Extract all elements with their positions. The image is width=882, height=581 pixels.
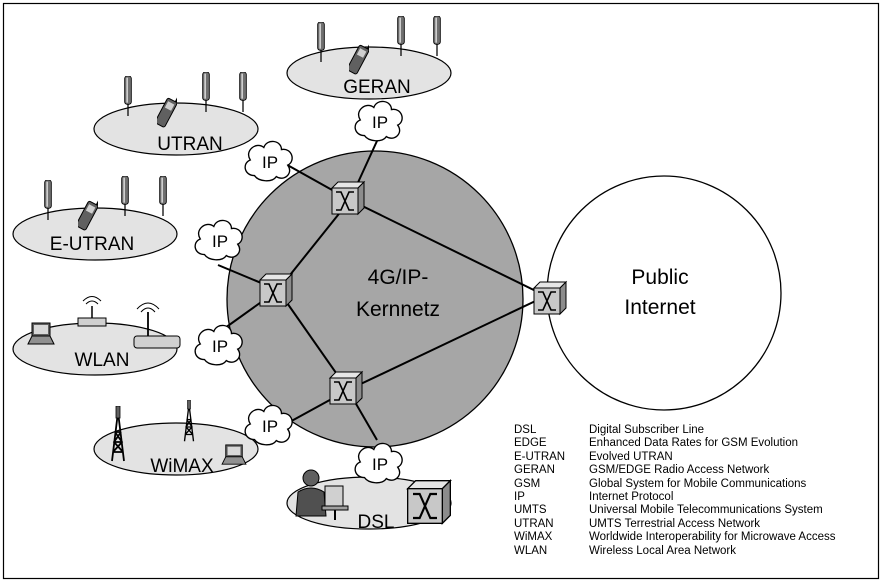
legend-full: Wireless Local Area Network bbox=[589, 544, 736, 557]
legend-full: Worldwide Interoperability for Microwave… bbox=[589, 531, 836, 544]
core-label-line1: 4G/IP- bbox=[368, 266, 429, 289]
ip-label-dsl: IP bbox=[372, 455, 388, 474]
ip-label-wimax: IP bbox=[262, 417, 278, 436]
legend-row: IP Internet Protocol bbox=[514, 491, 836, 504]
legend-full: UMTS Terrestrial Access Network bbox=[589, 517, 761, 530]
router-dsl bbox=[406, 479, 452, 525]
legend-full: Digital Subscriber Line bbox=[589, 424, 705, 436]
antenna-tower-icon bbox=[433, 16, 441, 56]
ip-label-eutran: IP bbox=[212, 232, 228, 251]
core-label-line2: Kernnetz bbox=[356, 298, 440, 321]
wlan-router-icon bbox=[133, 302, 181, 349]
abbreviation-legend: DSL Digital Subscriber Line EDGE Enhanced … bbox=[514, 424, 836, 558]
legend-abbr: UTRAN bbox=[514, 517, 554, 530]
legend-row: WLAN Wireless Local Area Network bbox=[514, 545, 836, 558]
legend-abbr: DSL bbox=[514, 424, 537, 436]
laptop-icon bbox=[27, 322, 55, 345]
legend-full: GSM/EDGE Radio Access Network bbox=[589, 464, 770, 477]
ip-label-geran: IP bbox=[372, 113, 388, 132]
dsl-label: DSL bbox=[358, 512, 395, 533]
legend-row: UMTS Universal Mobile Telecommunications … bbox=[514, 504, 836, 517]
legend-abbr: UMTS bbox=[514, 504, 547, 517]
wimax-label: WiMAX bbox=[150, 456, 214, 477]
router-internet-gateway bbox=[533, 281, 567, 315]
legend-row: EDGE Enhanced Data Rates for GSM Evolutio… bbox=[514, 437, 836, 450]
router-left bbox=[259, 273, 293, 307]
wireless-access-point-icon bbox=[77, 296, 107, 327]
antenna-tower-icon bbox=[239, 72, 247, 112]
wimax-network bbox=[93, 422, 259, 476]
legend-row: DSL Digital Subscriber Line bbox=[514, 424, 836, 437]
legend-abbr: IP bbox=[514, 491, 525, 504]
wlan-label: WLAN bbox=[75, 350, 130, 371]
internet-label-line1: Public bbox=[631, 266, 688, 289]
eutran-label: E-UTRAN bbox=[50, 234, 134, 255]
dsl-user-workstation-icon bbox=[295, 469, 349, 520]
utran-label: UTRAN bbox=[157, 134, 222, 155]
legend-row: E-UTRAN Evolved UTRAN bbox=[514, 451, 836, 464]
legend-abbr: GSM bbox=[514, 477, 541, 490]
legend-row: UTRAN UMTS Terrestrial Access Network bbox=[514, 518, 836, 531]
legend-abbr: EDGE bbox=[514, 437, 547, 450]
legend-abbr: E-UTRAN bbox=[514, 450, 566, 463]
legend-abbr: WLAN bbox=[514, 544, 548, 557]
geran-label: GERAN bbox=[343, 77, 411, 98]
router-bottom bbox=[329, 371, 363, 405]
legend-full: Internet Protocol bbox=[589, 491, 674, 504]
public-internet-circle bbox=[546, 175, 782, 411]
internet-label-line2: Internet bbox=[624, 296, 695, 319]
legend-row: GSM Global System for Mobile Communicatio… bbox=[514, 478, 836, 491]
legend-row: WiMAX Worldwide Interoperability for Micr… bbox=[514, 531, 836, 544]
ip-label-utran: IP bbox=[262, 153, 278, 172]
antenna-tower-icon bbox=[159, 176, 167, 216]
legend-full: Evolved UTRAN bbox=[589, 450, 673, 463]
legend-abbr: GERAN bbox=[514, 464, 555, 477]
router-top bbox=[331, 181, 365, 215]
laptop-icon bbox=[221, 444, 247, 465]
legend-full: Enhanced Data Rates for GSM Evolution bbox=[589, 437, 799, 450]
legend-row: GERAN GSM/EDGE Radio Access Network bbox=[514, 464, 836, 477]
legend-full: Universal Mobile Telecommunications Syst… bbox=[589, 504, 823, 517]
geran-network bbox=[286, 46, 452, 100]
legend-full: Global System for Mobile Communications bbox=[589, 477, 807, 490]
ip-label-wlan: IP bbox=[212, 337, 228, 356]
legend-abbr: WiMAX bbox=[514, 531, 553, 544]
wimax-tower-icon bbox=[183, 400, 195, 442]
